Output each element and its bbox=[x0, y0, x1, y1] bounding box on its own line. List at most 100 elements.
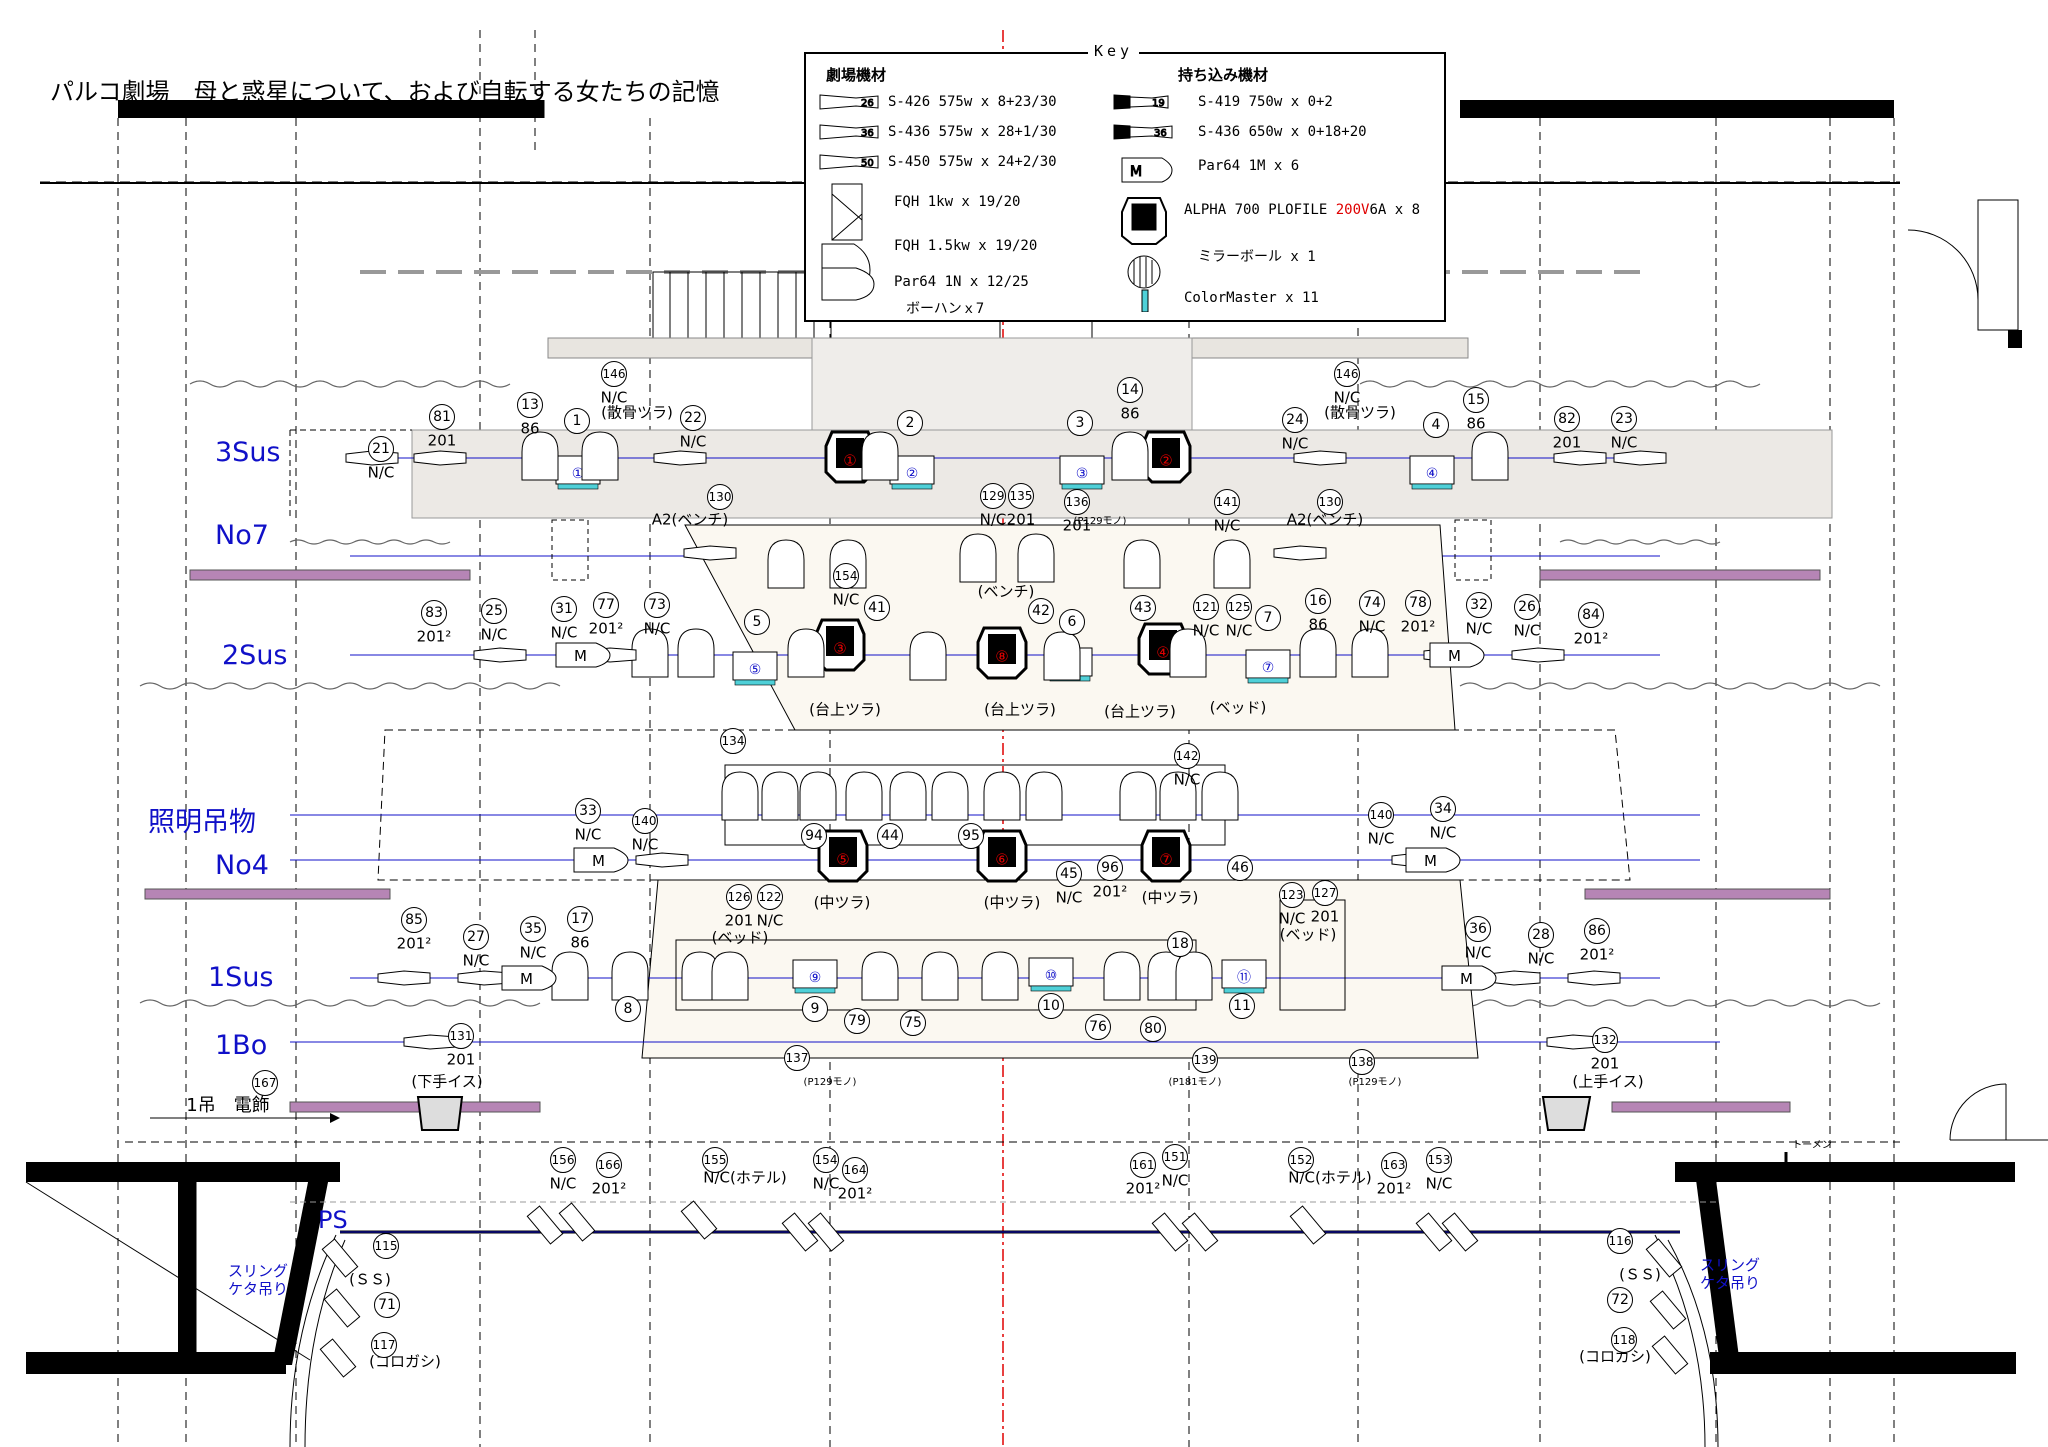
dimmer-label: 201 bbox=[1590, 1054, 1620, 1073]
annotation-label: (P129モノ) bbox=[1073, 516, 1127, 527]
colormaster-color bbox=[1030, 985, 1072, 992]
key-brought-icons: 19 36 M bbox=[1113, 94, 1173, 312]
brought-equipment-heading: 持ち込み機材 bbox=[1178, 66, 1269, 84]
circuit-number: 161 bbox=[1130, 1152, 1156, 1178]
circuit-number: 28 bbox=[1528, 922, 1554, 948]
circuit-number: 95 bbox=[958, 823, 984, 849]
dimmer-label: 201² bbox=[1400, 617, 1436, 636]
circuit-number: 73 bbox=[644, 592, 670, 618]
alpha-number: ② bbox=[1159, 452, 1172, 470]
circuit-number: 5 bbox=[744, 609, 770, 635]
key-brought-item-4: ミラーボール x 1 bbox=[1198, 249, 1316, 265]
fresnel-fixture bbox=[787, 628, 825, 678]
par-m-label: M bbox=[574, 647, 587, 665]
row-label-3sus: 3Sus bbox=[215, 437, 281, 468]
alpha-label: ALPHA 700 PLOFILE bbox=[1184, 202, 1336, 218]
circuit-number: 75 bbox=[900, 1010, 926, 1036]
dimmer-label: 86 bbox=[1466, 414, 1486, 433]
key-legend: Key 劇場機材 持ち込み機材 26 36 50 S-426 575w x 8+… bbox=[804, 42, 1446, 322]
annotation-label: (ベッド) bbox=[1209, 698, 1267, 717]
key-brought-item-3: ALPHA 700 PLOFILE 200V6A x 8 bbox=[1184, 202, 1420, 218]
floor-fixture bbox=[1181, 1212, 1219, 1252]
circuit-number: 152 bbox=[1288, 1147, 1314, 1173]
circuit-number: 136 bbox=[1064, 489, 1090, 515]
circuit-number: 94 bbox=[801, 823, 827, 849]
annotation-label: (散骨ツラ) bbox=[1324, 403, 1396, 422]
fresnel-fixture bbox=[761, 771, 799, 821]
colormaster-color bbox=[1411, 483, 1453, 490]
circuit-number: 31 bbox=[551, 596, 577, 622]
floor-fixture bbox=[1441, 1212, 1479, 1252]
circuit-number: 78 bbox=[1405, 590, 1431, 616]
circuit-number: 13 bbox=[517, 392, 543, 418]
row-label-1bo: 1Bo bbox=[215, 1030, 268, 1061]
circuit-number: 146 bbox=[1334, 361, 1360, 387]
key-brought-item-2: Par64 1M x 6 bbox=[1198, 158, 1300, 174]
alpha-voltage: 200V bbox=[1335, 202, 1370, 218]
svg-text:36: 36 bbox=[1154, 128, 1167, 139]
dimmer-label: N/C bbox=[1610, 433, 1638, 452]
alpha-number: ⑥ bbox=[995, 851, 1008, 869]
circuit-number: 86 bbox=[1584, 918, 1610, 944]
key-house-item-5: Par64 1N x 12/25 bbox=[894, 274, 1029, 290]
dimmer-label: 201 bbox=[1062, 516, 1092, 535]
annotation-label: (P129モノ) bbox=[803, 1077, 857, 1088]
circuit-number: 10 bbox=[1038, 993, 1064, 1019]
dimmer-label: N/C bbox=[1358, 617, 1386, 636]
fresnel-fixture bbox=[1299, 628, 1337, 678]
dimmer-label: N/C bbox=[1527, 949, 1555, 968]
row-label-no7: No7 bbox=[215, 520, 269, 551]
par-m-fixture bbox=[1429, 642, 1485, 668]
annotation-label: (台上ツラ) bbox=[1104, 702, 1176, 721]
alpha-body bbox=[826, 626, 854, 656]
fresnel-fixture bbox=[983, 771, 1021, 821]
circuit-number: 122 bbox=[757, 884, 783, 910]
annotation-label: (ベンチ) bbox=[977, 582, 1035, 601]
circuit-number: 36 bbox=[1465, 916, 1491, 942]
colormaster-number: ③ bbox=[1076, 466, 1089, 482]
svg-text:M: M bbox=[1130, 164, 1142, 180]
colormaster-number: ⑩ bbox=[1045, 968, 1058, 984]
row-label-2sus: 2Sus bbox=[222, 640, 288, 671]
circuit-number: 45 bbox=[1056, 861, 1082, 887]
circuit-number: 126 bbox=[726, 884, 752, 910]
dimmer-label: 201 bbox=[446, 1050, 476, 1069]
circuit-number: 21 bbox=[368, 436, 394, 462]
key-house-item-1: S-436 575w x 28+1/30 bbox=[888, 124, 1057, 140]
circuit-number: 26 bbox=[1514, 594, 1540, 620]
circuit-number: 137 bbox=[784, 1045, 810, 1071]
dimmer-label: N/C bbox=[832, 590, 860, 609]
ellipsoidal-fixture bbox=[683, 545, 737, 561]
annotation-label: (P181モノ) bbox=[1168, 1077, 1222, 1088]
circuit-number: 142 bbox=[1174, 743, 1200, 769]
fresnel-fixture bbox=[631, 628, 669, 678]
ellipsoidal-fixture bbox=[1567, 970, 1621, 986]
alpha-number: ⑦ bbox=[1159, 851, 1172, 869]
alpha-body bbox=[988, 634, 1016, 664]
svg-text:50: 50 bbox=[861, 158, 874, 169]
dimmer-label: 201² bbox=[837, 1184, 873, 1203]
circuit-number: 139 bbox=[1192, 1047, 1218, 1073]
floor-fixture bbox=[680, 1200, 718, 1240]
fresnel-fixture bbox=[1119, 771, 1157, 821]
annotation-label: N/C(ホテル) bbox=[703, 1168, 787, 1187]
fresnel-fixture bbox=[1175, 951, 1213, 1001]
ellipsoidal-fixture bbox=[1511, 647, 1565, 663]
par-m-label: M bbox=[1460, 970, 1473, 988]
circuit-number: 115 bbox=[373, 1233, 399, 1259]
circuit-number: 14 bbox=[1117, 377, 1143, 403]
fresnel-fixture bbox=[1017, 533, 1055, 583]
ellipsoidal-fixture bbox=[635, 852, 689, 868]
fresnel-fixture bbox=[1471, 431, 1509, 481]
circuit-number: 23 bbox=[1611, 406, 1637, 432]
circuit-number: 4 bbox=[1423, 412, 1449, 438]
par-m-fixture bbox=[573, 847, 629, 873]
colormaster-number: ① bbox=[572, 466, 585, 482]
dimmer-label: 201² bbox=[396, 934, 432, 953]
dimmer-label: N/C bbox=[549, 1174, 577, 1193]
annotation-label: (P129モノ) bbox=[1348, 1077, 1402, 1088]
circuit-number: 96 bbox=[1097, 855, 1123, 881]
par-m-label: M bbox=[520, 970, 533, 988]
alpha-body bbox=[988, 837, 1016, 867]
circuit-number: 146 bbox=[601, 361, 627, 387]
